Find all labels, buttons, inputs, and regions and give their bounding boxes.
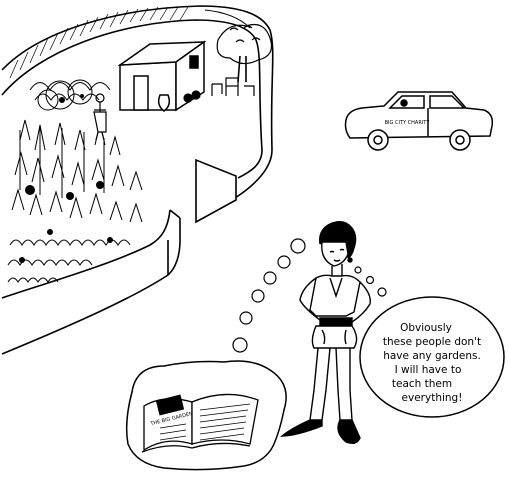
car-driver: [400, 99, 408, 107]
courtyard-furniture: [183, 77, 255, 103]
thought-trail: [232, 238, 306, 353]
book-text-lines: [159, 403, 251, 441]
speech-line-4: I will have to: [395, 364, 462, 376]
tree: [216, 23, 273, 83]
charity-car: [344, 91, 494, 151]
speech-bubble: Obviously these people don't have any ga…: [359, 296, 505, 418]
car-window-rear: [429, 95, 466, 109]
speech-line-5: teach them: [392, 378, 452, 390]
car-door-text: BIG CITY CHARITY: [385, 120, 431, 126]
garden-plants: [7, 79, 143, 283]
speech-line-3: have any gardens.: [383, 350, 481, 362]
wall-hatching: [9, 6, 189, 79]
speech-line-1: Obviously: [400, 322, 452, 334]
garden-dark-spots: [19, 94, 113, 263]
house-window: [189, 55, 199, 69]
book-title-plate: [155, 394, 185, 416]
speech-line-2: these people don't: [383, 336, 481, 348]
house-door: [133, 75, 149, 111]
woman-figure: [280, 221, 371, 445]
speech-line-6: everything!: [402, 392, 463, 404]
speech-trail: [354, 266, 387, 297]
earring: [347, 257, 353, 263]
house: [117, 40, 207, 112]
water-pot: [157, 94, 171, 112]
gardener-figure: [93, 93, 107, 141]
